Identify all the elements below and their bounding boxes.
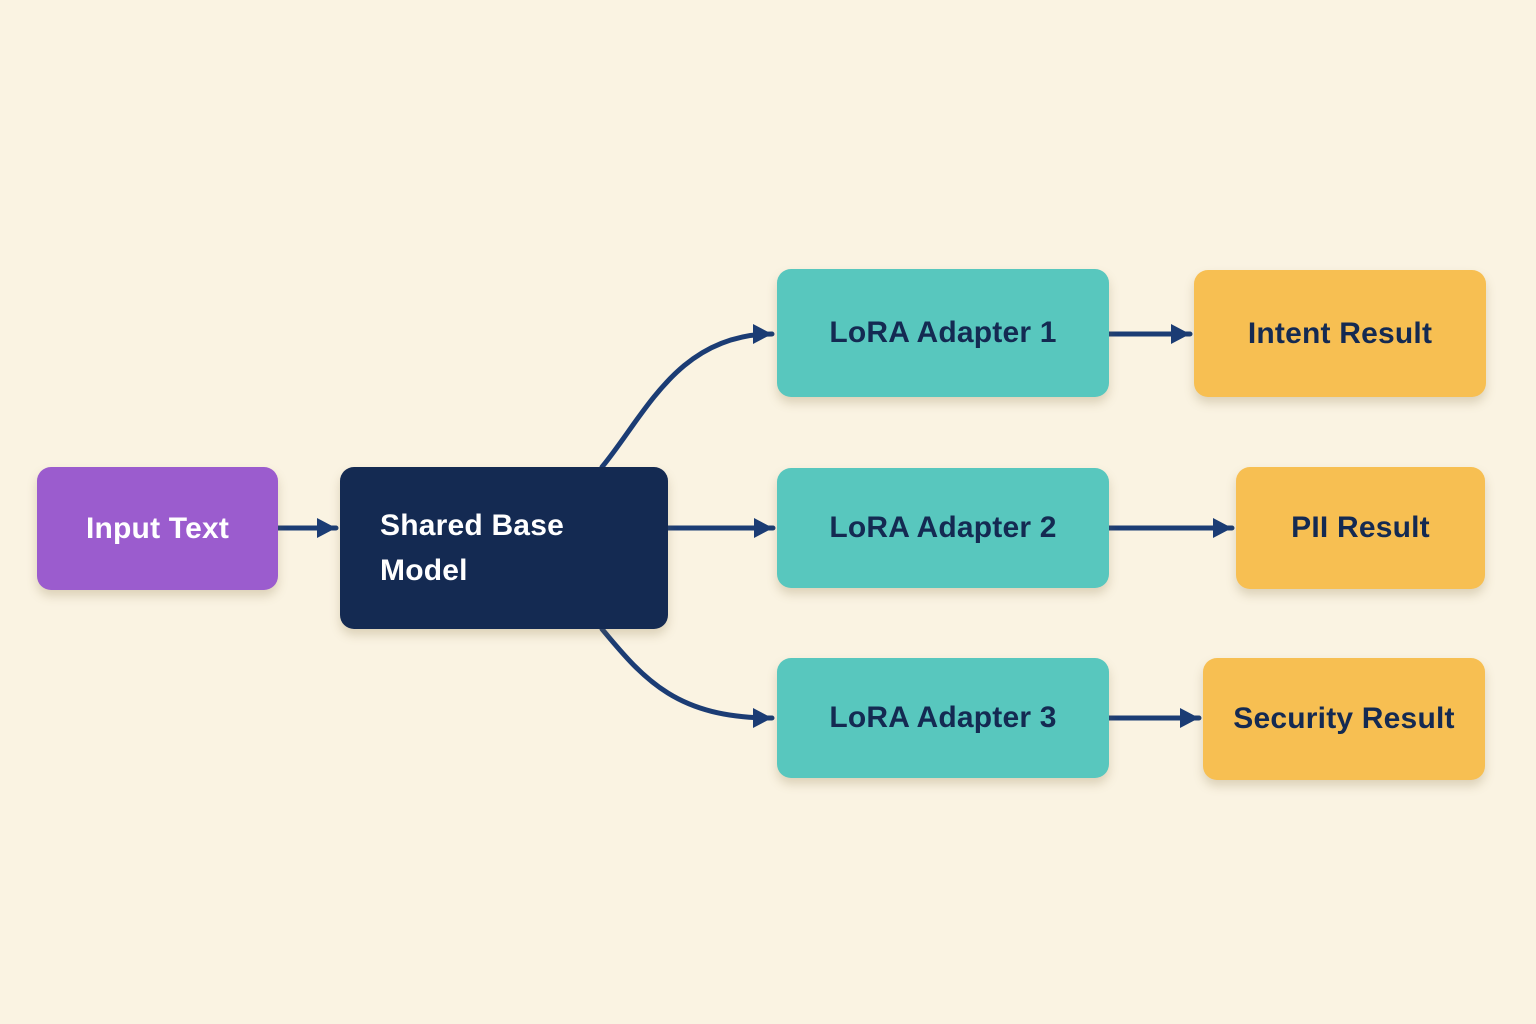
node-lora-adapter-2-label: LoRA Adapter 2: [829, 511, 1057, 544]
node-pii-result-label: PII Result: [1291, 511, 1430, 544]
edge-base-to-adapter3: [599, 626, 775, 728]
node-lora-adapter-1: LoRA Adapter 1: [777, 269, 1109, 397]
edge-base-to-adapter1: [599, 324, 775, 470]
node-shared-base-model-label: Shared Base Model: [380, 509, 564, 587]
node-lora-adapter-1-label: LoRA Adapter 1: [829, 316, 1057, 349]
node-security-result: Security Result: [1203, 658, 1485, 780]
node-input-text: Input Text: [37, 467, 278, 590]
node-lora-adapter-3: LoRA Adapter 3: [777, 658, 1109, 778]
node-intent-result: Intent Result: [1194, 270, 1486, 397]
node-input-text-label: Input Text: [85, 511, 230, 545]
node-shared-base-model: Shared Base Model: [340, 467, 668, 629]
node-intent-result-label: Intent Result: [1247, 316, 1433, 350]
node-security-result-label: Security Result: [1233, 702, 1455, 735]
node-lora-adapter-3-label: LoRA Adapter 3: [829, 701, 1057, 734]
node-pii-result: PII Result: [1236, 467, 1485, 589]
node-lora-adapter-2: LoRA Adapter 2: [777, 468, 1109, 588]
